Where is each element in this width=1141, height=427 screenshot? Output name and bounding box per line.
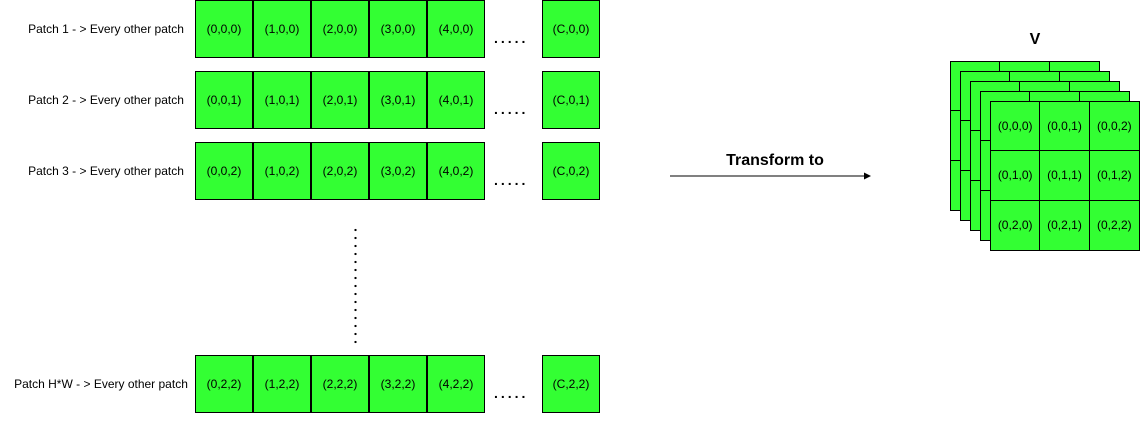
patch-cell: (3,0,0) — [369, 0, 427, 58]
patch-cell-last: (C,0,0) — [542, 0, 600, 58]
patch-cell: (0,0,2) — [195, 142, 253, 200]
row-label: Patch 3 - > Every other patch — [28, 164, 184, 178]
patch-cell: (3,2,2) — [369, 355, 427, 413]
v-label: V — [1029, 31, 1041, 48]
transform-label: Transform to — [726, 152, 824, 169]
horizontal-ellipsis: ..... — [494, 385, 529, 401]
patch-cell: (0,2,2) — [195, 355, 253, 413]
patch-cell: (2,0,1) — [311, 71, 369, 129]
vertical-ellipsis — [354, 226, 357, 344]
patch-cell: (4,0,2) — [427, 142, 485, 200]
patch-cell: (2,0,2) — [311, 142, 369, 200]
v-grid-cell: (0,1,2) — [1089, 151, 1139, 201]
patch-cell: (4,2,2) — [427, 355, 485, 413]
patch-cell: (2,0,0) — [311, 0, 369, 58]
patch-cell: (1,0,1) — [253, 71, 311, 129]
v-grid-cell: (0,0,2) — [1089, 102, 1139, 152]
patch-cell: (1,2,2) — [253, 355, 311, 413]
v-grid-cell: (0,1,0) — [991, 151, 1041, 201]
patch-cell-last: (C,2,2) — [542, 355, 600, 413]
horizontal-ellipsis: ..... — [494, 101, 529, 117]
row-label: Patch H*W - > Every other patch — [14, 377, 188, 391]
v-front-layer: (0,0,0)(0,0,1)(0,0,2) (0,1,0)(0,1,1)(0,1,… — [990, 101, 1140, 251]
patch-cell: (0,0,1) — [195, 71, 253, 129]
transform-arrow — [670, 172, 871, 180]
patch-cell: (1,0,0) — [253, 0, 311, 58]
patch-cell-last: (C,0,2) — [542, 142, 600, 200]
v-grid-cell: (0,0,0) — [991, 102, 1041, 152]
patch-cell: (4,0,0) — [427, 0, 485, 58]
horizontal-ellipsis: ..... — [494, 172, 529, 188]
v-grid-cell: (0,2,1) — [1040, 200, 1090, 250]
v-grid-cell: (0,1,1) — [1040, 151, 1090, 201]
patch-cell: (1,0,2) — [253, 142, 311, 200]
v-grid-cell: (0,2,0) — [991, 200, 1041, 250]
patch-cell: (3,0,1) — [369, 71, 427, 129]
horizontal-ellipsis: ..... — [494, 30, 529, 46]
patch-cell-last: (C,0,1) — [542, 71, 600, 129]
row-label: Patch 1 - > Every other patch — [28, 22, 184, 36]
patch-cell: (0,0,0) — [195, 0, 253, 58]
patch-cell: (2,2,2) — [311, 355, 369, 413]
v-grid-cell: (0,0,1) — [1040, 102, 1090, 152]
patch-cell: (3,0,2) — [369, 142, 427, 200]
row-label: Patch 2 - > Every other patch — [28, 93, 184, 107]
patch-cell: (4,0,1) — [427, 71, 485, 129]
v-grid-cell: (0,2,2) — [1096, 218, 1132, 233]
